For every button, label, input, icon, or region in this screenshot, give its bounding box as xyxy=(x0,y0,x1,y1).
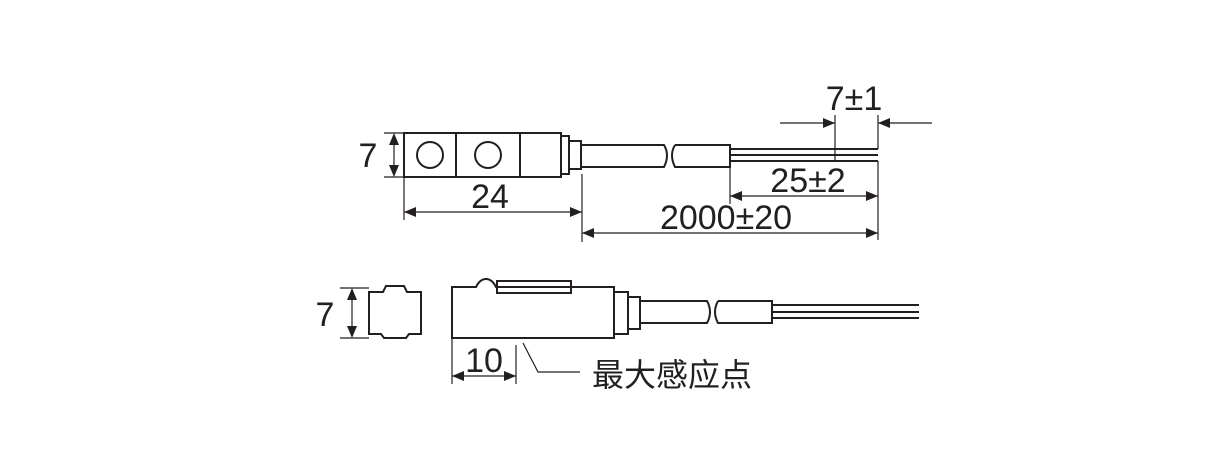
dim-top-height-label: 7 xyxy=(359,137,378,175)
side-top-label-strip xyxy=(496,280,572,294)
dim-cable-length: 2000±20 xyxy=(582,199,878,238)
dim-lead-end: 25±2 xyxy=(729,161,879,240)
top-sensor-body xyxy=(403,132,562,178)
dim-cable-length-label: 2000±20 xyxy=(660,199,792,237)
dim-body-length: 24 xyxy=(403,174,583,242)
dim-lead-end-label: 25±2 xyxy=(770,162,845,200)
dim-end-height: 7 xyxy=(316,287,369,339)
sensing-point-callout: 最大感应点 xyxy=(522,342,752,393)
dim-wire-strip-label: 7±1 xyxy=(826,80,882,118)
side-cable xyxy=(640,300,711,324)
top-cable-boot xyxy=(560,135,570,175)
top-view xyxy=(403,132,878,178)
dim-top-height: 7 xyxy=(359,132,404,178)
side-view xyxy=(451,277,919,339)
mounting-hole-left xyxy=(416,141,444,169)
top-cable xyxy=(581,144,668,168)
end-view xyxy=(368,285,422,339)
dim-body-length-label: 24 xyxy=(471,178,509,216)
side-sensor-body xyxy=(451,277,615,339)
dim-sensing-offset-label: 10 xyxy=(465,342,503,380)
mounting-hole-right xyxy=(474,141,502,169)
dim-sensing-offset: 10 xyxy=(451,338,517,384)
dim-end-height-label: 7 xyxy=(316,296,335,334)
end-view-profile xyxy=(368,285,422,339)
dim-wire-strip: 7±1 xyxy=(780,80,932,149)
sensing-point-label: 最大感应点 xyxy=(592,357,752,393)
